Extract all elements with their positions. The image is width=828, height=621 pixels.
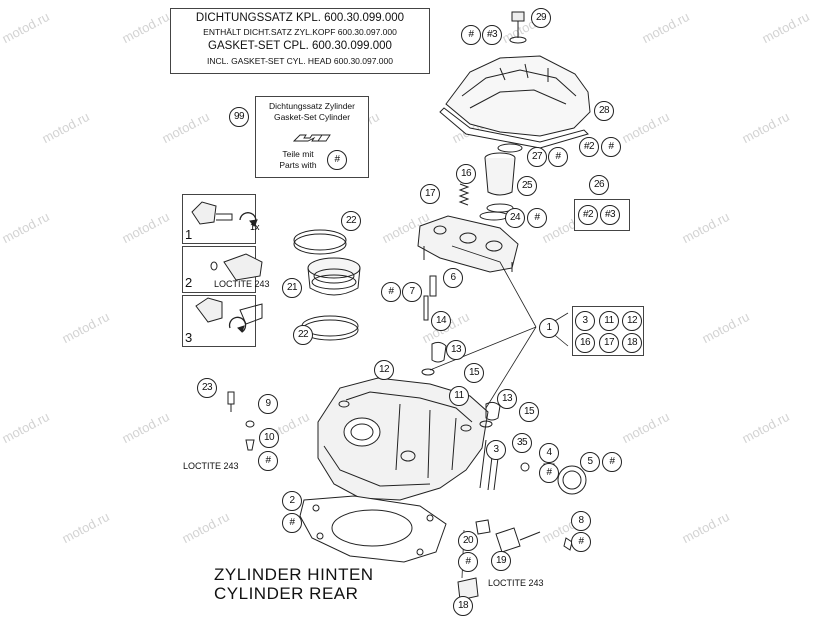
callout-13-b: 13 bbox=[497, 389, 517, 409]
callout-hash-a: # bbox=[601, 137, 621, 157]
callout-hash-10: # bbox=[258, 451, 278, 471]
callout-6: 6 bbox=[443, 268, 463, 288]
callout-hash-kit: # bbox=[327, 150, 347, 170]
brand-logo-icon bbox=[292, 134, 331, 142]
callout-hash2-b: #2 bbox=[578, 205, 598, 225]
callout-27: 27 bbox=[527, 147, 547, 167]
callout-14: 14 bbox=[431, 311, 451, 331]
loctite-label-steps: LOCTITE 243 bbox=[214, 279, 270, 289]
valve-guide-6 bbox=[429, 275, 437, 297]
callout-hash2-a: #2 bbox=[579, 137, 599, 157]
title-english: CYLINDER REAR bbox=[214, 584, 359, 603]
fitting-19 bbox=[495, 527, 521, 553]
callout-12-b: 12 bbox=[374, 360, 394, 380]
callout-7: 7 bbox=[402, 282, 422, 302]
callout-15-a: 15 bbox=[464, 363, 484, 383]
callout-23: 23 bbox=[197, 378, 217, 398]
callout-10: 10 bbox=[259, 428, 279, 448]
header-line-1: DICHTUNGSSATZ KPL. 600.30.099.000 bbox=[195, 12, 405, 24]
callout-2: 2 bbox=[282, 491, 302, 511]
screw-29-head bbox=[511, 11, 525, 22]
loctite-label-left: LOCTITE 243 bbox=[183, 461, 239, 471]
header-line-3: GASKET-SET CPL. 600.30.099.000 bbox=[208, 40, 392, 52]
callout-19: 19 bbox=[491, 551, 511, 571]
turn-count-label: 1x bbox=[250, 222, 260, 232]
callout-hash-2: # bbox=[282, 513, 302, 533]
cylinder-gasket-kit-box: Dichtungssatz Zylinder Gasket-Set Cylind… bbox=[255, 96, 369, 178]
callout-hash3-b: #3 bbox=[600, 205, 620, 225]
plug-8 bbox=[563, 537, 573, 551]
kit-line-2: Gasket-Set Cylinder bbox=[273, 112, 351, 122]
callout-25: 25 bbox=[517, 176, 537, 196]
callout-hash3-29: #3 bbox=[482, 25, 502, 45]
camshaft-carrier bbox=[417, 215, 519, 273]
callout-hash-8: # bbox=[571, 532, 591, 552]
step-box-1: 1 bbox=[182, 194, 256, 244]
header-line-4: INCL. GASKET-SET CYL. HEAD 600.30.097.00… bbox=[207, 56, 393, 66]
callout-16-b: 16 bbox=[575, 333, 595, 353]
callout-1: 1 bbox=[539, 318, 559, 338]
callout-hash-24: # bbox=[527, 208, 547, 228]
loctite-label-bottom: LOCTITE 243 bbox=[488, 578, 544, 588]
kit-line-1: Dichtungssatz Zylinder bbox=[269, 101, 355, 111]
callout-11-a: 11 bbox=[599, 311, 619, 331]
header-line-2: ENTHÄLT DICHT.SATZ ZYL.KOPF 600.30.097.0… bbox=[203, 27, 397, 37]
title-german: ZYLINDER HINTEN bbox=[214, 565, 374, 584]
callout-12-a: 12 bbox=[622, 311, 642, 331]
valve-stem-seal-13 bbox=[431, 341, 447, 363]
callout-5: 5 bbox=[580, 452, 600, 472]
callout-hash-5: # bbox=[602, 452, 622, 472]
round-cover-5 bbox=[557, 465, 587, 495]
callout-99: 99 bbox=[229, 107, 249, 127]
callout-3-b: 3 bbox=[486, 440, 506, 460]
callout-28: 28 bbox=[594, 101, 614, 121]
callout-hash-7: # bbox=[381, 282, 401, 302]
hose-clamp-22-top bbox=[293, 229, 347, 251]
callout-17-a: 17 bbox=[420, 184, 440, 204]
kit-parts-line-1: Teile mit bbox=[282, 149, 314, 159]
callout-8: 8 bbox=[571, 511, 591, 531]
callout-15-b: 15 bbox=[519, 402, 539, 422]
kit-parts-line-2: Parts with bbox=[279, 160, 317, 170]
callout-20: 20 bbox=[458, 531, 478, 551]
callout-26: 26 bbox=[589, 175, 609, 195]
step-number-2: 2 bbox=[185, 275, 193, 290]
bolt-23 bbox=[227, 391, 235, 405]
callout-18-a: 18 bbox=[622, 333, 642, 353]
callout-4: 4 bbox=[539, 443, 559, 463]
callout-hash-4: # bbox=[539, 463, 559, 483]
callout-22-b: 22 bbox=[293, 325, 313, 345]
callout-22-a: 22 bbox=[341, 211, 361, 231]
callout-17-b: 17 bbox=[599, 333, 619, 353]
cylinder-head-gasket bbox=[299, 495, 447, 563]
callout-hash-27: # bbox=[548, 147, 568, 167]
callout-11-b: 11 bbox=[449, 386, 469, 406]
intake-port bbox=[343, 417, 381, 447]
callout-hash-20: # bbox=[458, 552, 478, 572]
step-number-3: 3 bbox=[185, 330, 193, 345]
callout-16-a: 16 bbox=[456, 164, 476, 184]
callout-29: 29 bbox=[531, 8, 551, 28]
cap-18 bbox=[457, 577, 479, 601]
callout-21: 21 bbox=[282, 278, 302, 298]
callout-35: 35 bbox=[512, 433, 532, 453]
gasket-set-header-box: DICHTUNGSSATZ KPL. 600.30.099.000 ENTHÄL… bbox=[170, 8, 430, 74]
valve-cover-gasket bbox=[439, 107, 589, 149]
fitting-20 bbox=[475, 519, 491, 535]
callout-9: 9 bbox=[258, 394, 278, 414]
callout-18-b: 18 bbox=[453, 596, 473, 616]
step-number-1: 1 bbox=[185, 227, 193, 242]
callout-hash-29: # bbox=[461, 25, 481, 45]
valve-cover-shape bbox=[445, 55, 591, 137]
callout-3-a: 3 bbox=[575, 311, 595, 331]
callout-13-a: 13 bbox=[446, 340, 466, 360]
callout-24: 24 bbox=[505, 208, 525, 228]
